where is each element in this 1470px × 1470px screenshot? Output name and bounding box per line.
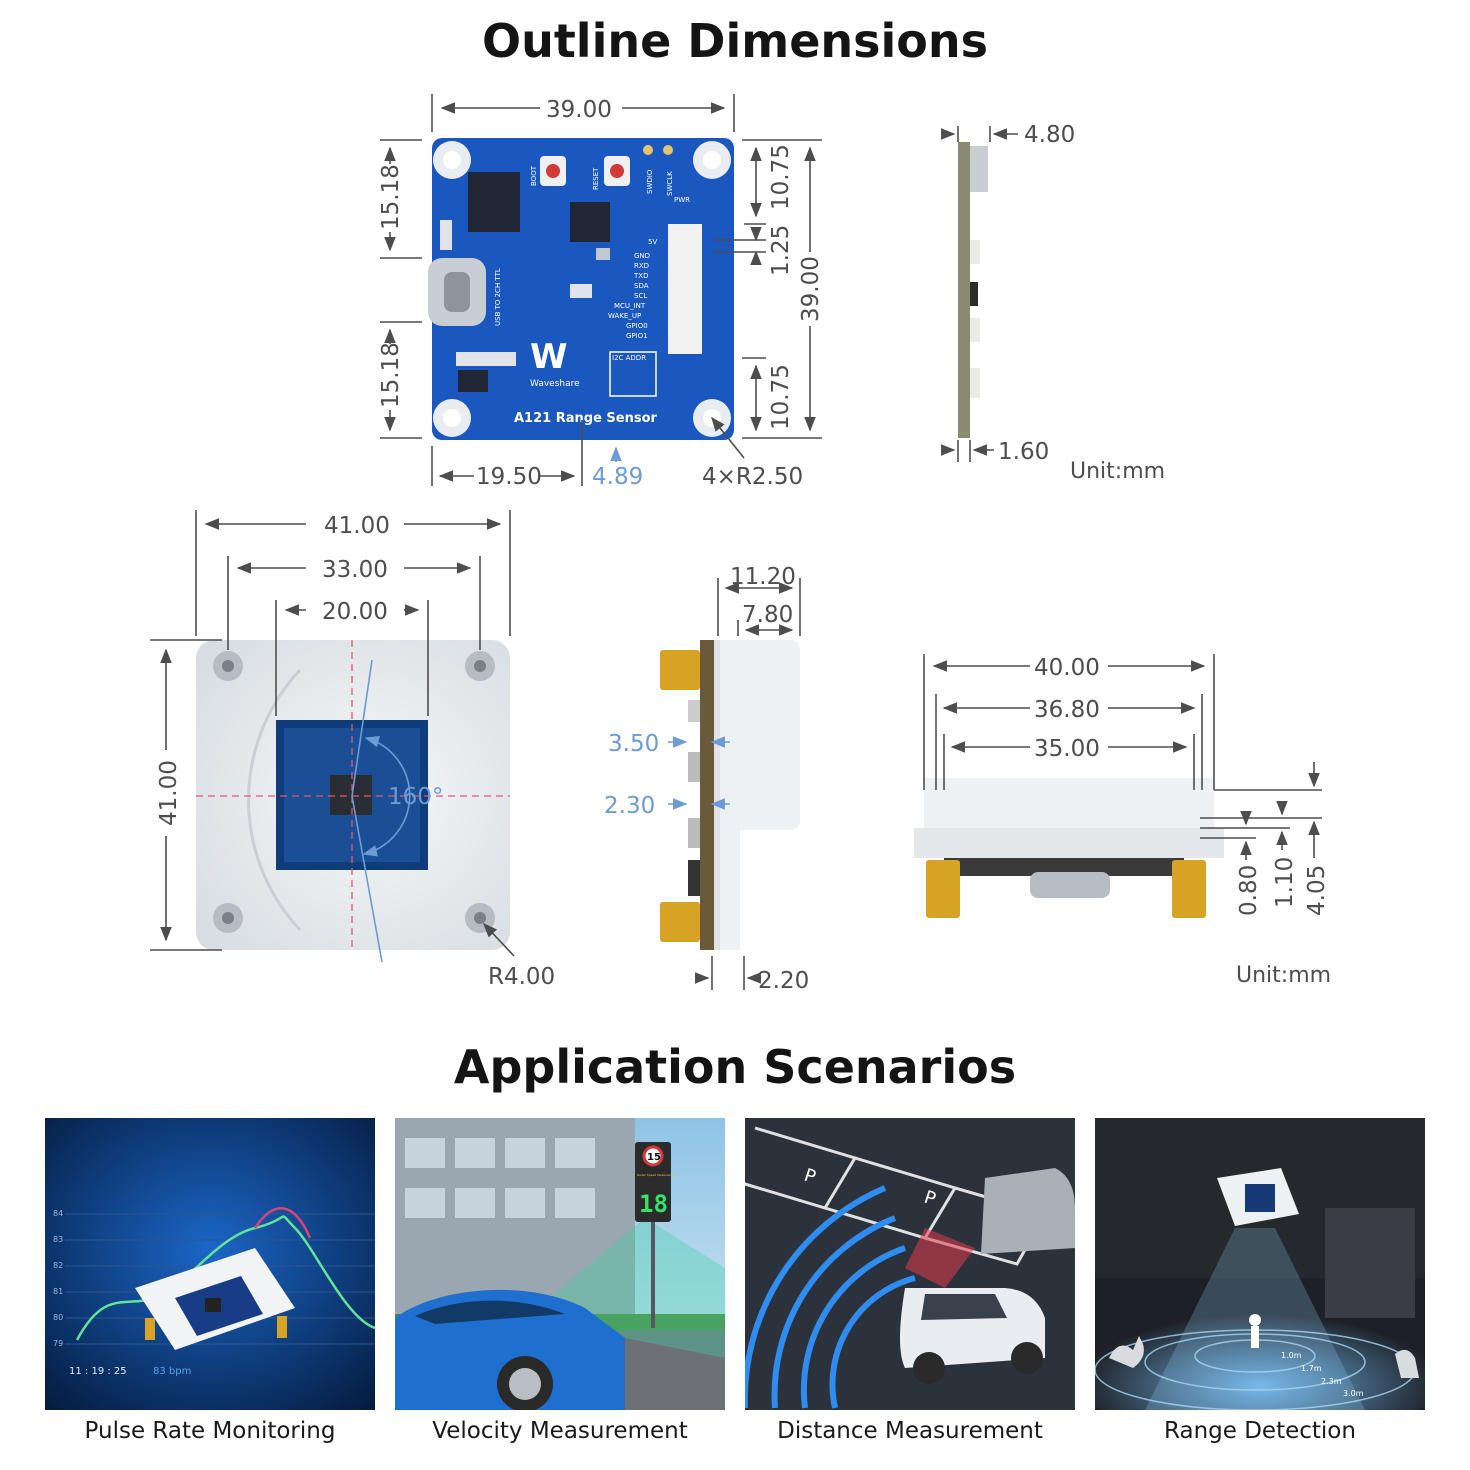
dim-case-angle: 160° xyxy=(388,784,443,810)
pulse-time: 11 : 19 : 25 xyxy=(69,1366,127,1377)
tick-label: 82 xyxy=(53,1261,63,1270)
profile-dimension-lines xyxy=(695,578,801,990)
range-label: 1.7m xyxy=(1301,1364,1322,1373)
dim-bottom-radius: 4×R2.50 xyxy=(702,464,803,490)
dim-right-lower: 10.75 xyxy=(768,364,794,430)
tick-label: 81 xyxy=(53,1287,63,1296)
dim-bottom-left: 19.50 xyxy=(476,464,542,490)
scenario-card-pulse: 84 83 82 81 80 79 11 : 19 : 25 83 bpm xyxy=(45,1118,375,1410)
outline-dimensions-heading: Outline Dimensions xyxy=(481,14,989,68)
dim-right-height: 39.00 xyxy=(798,256,824,322)
pin-label: WAKE_UP xyxy=(608,312,641,320)
dim-case-inner: 20.00 xyxy=(322,599,388,625)
swclk-label: SWCLK xyxy=(666,171,674,196)
scenario-caption-pulse: Pulse Rate Monitoring xyxy=(84,1418,336,1444)
scenario-card-distance: P P xyxy=(745,1118,1075,1410)
dim-case-radius: R4.00 xyxy=(488,964,555,990)
dim-case-height: 41.00 xyxy=(156,760,182,826)
tick-label: 84 xyxy=(53,1209,63,1218)
dim-front-c: 4.05 xyxy=(1304,865,1330,916)
tick-label: 80 xyxy=(53,1313,63,1322)
scenario-caption-velocity: Velocity Measurement xyxy=(432,1418,688,1444)
svg-text:W: W xyxy=(530,337,568,377)
tick-label: 83 xyxy=(53,1235,63,1244)
case-dimension-lines xyxy=(150,510,515,957)
unit-label-top: Unit:mm xyxy=(1070,459,1165,484)
pin-label: 5V xyxy=(648,238,657,246)
tick-label: 79 xyxy=(53,1339,63,1348)
reset-label: RESET xyxy=(592,167,600,190)
usb-label: USB TO 2CH TTL xyxy=(494,268,502,326)
pin-label: RXD xyxy=(634,262,649,270)
dim-right-mid: 1.25 xyxy=(768,225,794,276)
pin-label: MCU_INT xyxy=(614,302,646,310)
front-dimension-lines xyxy=(923,654,1322,860)
dim-front-mid: 36.80 xyxy=(1034,697,1100,723)
top-view-dimension-lines xyxy=(380,94,822,486)
dim-side-thickness: 4.80 xyxy=(1024,122,1075,148)
brand-label: Waveshare xyxy=(530,379,580,389)
dim-profile-cap: 7.80 xyxy=(742,602,793,628)
dim-front-outer: 40.00 xyxy=(1034,655,1100,681)
case-angle-lines xyxy=(351,659,411,963)
range-label: 3.0m xyxy=(1343,1389,1364,1398)
dim-front-a: 0.80 xyxy=(1236,865,1262,916)
dim-left-lower: 15.18 xyxy=(378,342,404,408)
pulse-bpm: 83 bpm xyxy=(153,1366,191,1377)
dim-left-upper: 15.18 xyxy=(378,164,404,230)
dim-case-outer: 41.00 xyxy=(324,513,390,539)
pin-label: TXD xyxy=(633,272,648,280)
scenario-caption-range: Range Detection xyxy=(1164,1418,1356,1444)
case-side-view xyxy=(660,640,800,950)
application-scenarios-heading: Application Scenarios xyxy=(453,1040,1017,1094)
range-label: 2.3m xyxy=(1321,1377,1342,1386)
sign-text: Radar Speed Measurement xyxy=(637,1173,679,1177)
scenario-caption-distance: Distance Measurement xyxy=(777,1418,1043,1444)
pin-label: SDA xyxy=(634,282,649,290)
case-front-view xyxy=(914,778,1224,918)
i2c-label: I2C ADDR xyxy=(612,354,646,362)
dim-case-mid: 33.00 xyxy=(322,557,388,583)
range-label: 1.0m xyxy=(1281,1351,1302,1360)
dim-front-b: 1.10 xyxy=(1272,857,1298,908)
unit-label-bottom: Unit:mm xyxy=(1236,963,1331,988)
dim-profile-base: 2.20 xyxy=(758,968,809,994)
dimension-drawings: W Waveshare A121 Range Sensor 5V GND RXD… xyxy=(150,94,1331,994)
dim-side-pcb: 1.60 xyxy=(998,439,1049,465)
dim-profile-total: 11.20 xyxy=(730,564,796,590)
speed-readout: 18 xyxy=(639,1190,668,1218)
dim-bottom-hole: 4.89 xyxy=(592,464,643,490)
speed-limit: 15 xyxy=(647,1152,661,1163)
scenario-card-range: 1.0m 1.7m 2.3m 3.0m xyxy=(1095,1118,1425,1410)
pin-label: SCL xyxy=(634,292,647,300)
dim-front-inner: 35.00 xyxy=(1034,736,1100,762)
swdio-label: SWDIO xyxy=(646,169,654,194)
profile-blue-dimension-lines xyxy=(668,736,730,810)
pin-label: GPIO1 xyxy=(626,332,648,340)
dim-top-width: 39.00 xyxy=(546,97,612,123)
pin-label: GPIO0 xyxy=(626,322,648,330)
pin-label: GND xyxy=(634,252,650,260)
case-top-view xyxy=(196,640,510,950)
pcb-board-top-view: W Waveshare A121 Range Sensor 5V GND RXD… xyxy=(428,138,734,440)
dim-profile-a: 3.50 xyxy=(608,731,659,757)
pwr-label: PWR xyxy=(674,196,690,204)
dim-profile-b: 2.30 xyxy=(604,793,655,819)
pcb-side-view xyxy=(958,142,988,438)
dim-right-upper: 10.75 xyxy=(768,144,794,210)
boot-label: BOOT xyxy=(530,165,538,186)
side-view-dimension-lines xyxy=(941,126,1018,462)
board-label: A121 Range Sensor xyxy=(514,411,658,426)
scenario-card-velocity: 15 Radar Speed Measurement 18 xyxy=(395,1118,725,1410)
